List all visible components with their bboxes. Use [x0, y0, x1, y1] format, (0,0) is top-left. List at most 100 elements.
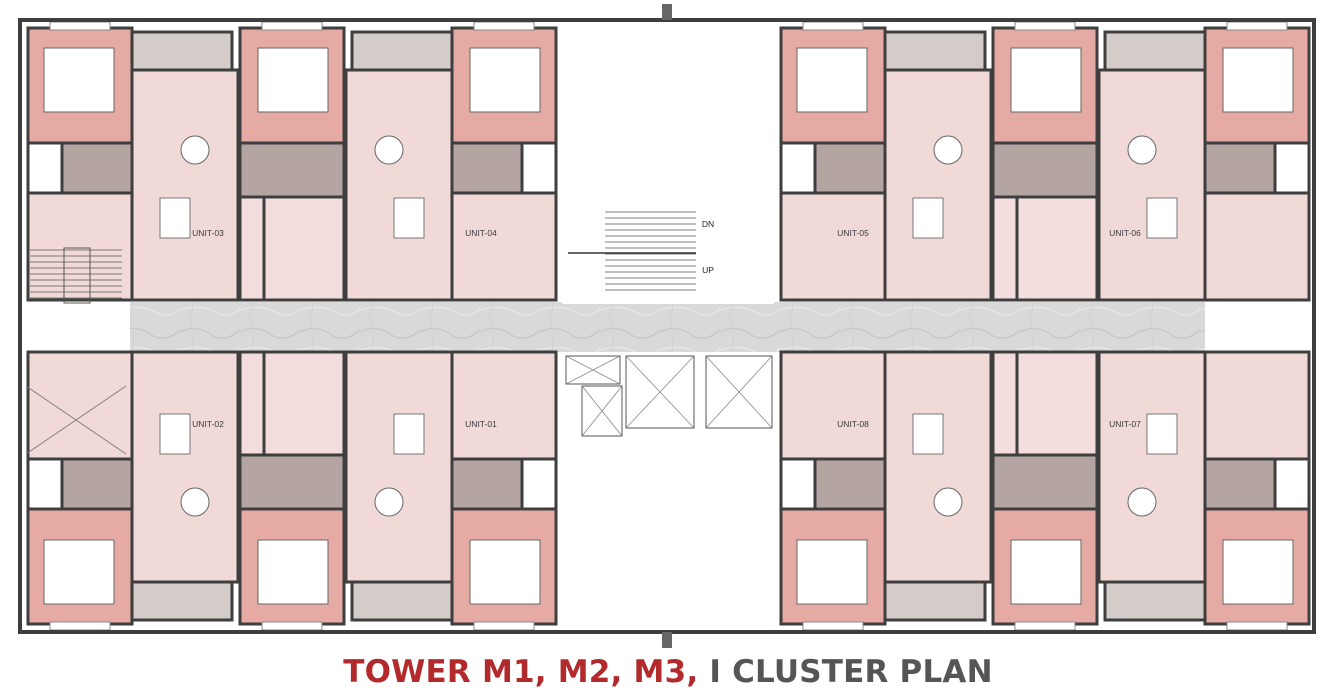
shaft — [1273, 457, 1311, 511]
bed — [43, 539, 115, 605]
unit-01-label: UNIT-01 — [465, 419, 497, 429]
window-2 — [1014, 621, 1076, 631]
dining-nook — [1203, 350, 1311, 461]
toilet — [60, 457, 134, 511]
apartment-unit — [991, 21, 1311, 302]
south-column — [662, 632, 672, 648]
toilet — [813, 141, 887, 195]
bed-2 — [1010, 47, 1082, 113]
dining-table — [933, 487, 963, 517]
living-dining — [130, 350, 240, 584]
shaft — [26, 457, 64, 511]
lift-shaft-cross — [625, 355, 695, 429]
dining-nook — [450, 191, 558, 302]
stair-up-label: UP — [702, 265, 714, 275]
dining-set — [159, 413, 191, 455]
bed — [43, 47, 115, 113]
lift-shaft-cross — [25, 385, 127, 455]
dining-set — [912, 197, 944, 239]
central-stair-labels: DN UP — [702, 219, 714, 275]
caption-separator: I — [709, 654, 722, 690]
plan-walls — [18, 4, 1316, 648]
shaft — [520, 141, 558, 195]
unit-05-label: UNIT-05 — [837, 228, 869, 238]
dining-table — [374, 135, 404, 165]
bed — [469, 47, 541, 113]
window-2 — [261, 21, 323, 31]
bed-2 — [257, 539, 329, 605]
window — [49, 21, 111, 31]
toilet-2 — [238, 453, 346, 511]
bed — [1222, 47, 1294, 113]
living-dining — [883, 68, 993, 302]
dining-nook — [26, 191, 134, 302]
dining-table — [180, 487, 210, 517]
kitchen — [1015, 350, 1099, 457]
window — [802, 21, 864, 31]
dining-nook — [1203, 191, 1311, 302]
bed — [796, 47, 868, 113]
central-stair — [562, 200, 774, 304]
toilet — [450, 457, 524, 511]
shaft — [779, 457, 817, 511]
kitchen — [1015, 195, 1099, 302]
dining-table — [1127, 487, 1157, 517]
dining-nook — [779, 350, 887, 461]
living-dining — [130, 68, 240, 302]
living-dining — [1097, 68, 1207, 302]
corridor — [130, 302, 1205, 352]
dining-set — [1146, 413, 1178, 455]
shaft — [1273, 141, 1311, 195]
apartment-unit — [238, 350, 558, 631]
living-dining — [344, 68, 454, 302]
living-dining — [883, 350, 993, 584]
bed — [469, 539, 541, 605]
shaft — [779, 141, 817, 195]
living-dining — [344, 350, 454, 584]
dining-set — [159, 197, 191, 239]
living-dining — [1097, 350, 1207, 584]
window-2 — [1014, 21, 1076, 31]
window — [49, 621, 111, 631]
unit-07-label: UNIT-07 — [1109, 419, 1141, 429]
window — [1226, 21, 1288, 31]
bed — [1222, 539, 1294, 605]
bed — [796, 539, 868, 605]
dining-table — [180, 135, 210, 165]
dining-set — [912, 413, 944, 455]
dining-nook — [779, 191, 887, 302]
unit-02-label: UNIT-02 — [192, 419, 224, 429]
lift-lobby — [640, 440, 696, 510]
window-2 — [261, 621, 323, 631]
toilet-2 — [991, 141, 1099, 199]
dining-set — [393, 197, 425, 239]
lift-shaft-cross — [705, 355, 773, 429]
north-column — [662, 4, 672, 20]
apartment-unit — [238, 21, 558, 302]
unit-labels: UNIT-03 UNIT-04 UNIT-05 UNIT-06 UNIT-02 … — [192, 228, 1141, 429]
plan-caption: TOWER M1, M2, M3, I CLUSTER PLAN — [0, 650, 1336, 692]
dining-table — [1127, 135, 1157, 165]
lift-shaft-cross — [581, 385, 623, 437]
unit-06-label: UNIT-06 — [1109, 228, 1141, 238]
kitchen — [262, 195, 346, 302]
kitchen — [262, 350, 346, 457]
toilet-2 — [238, 141, 346, 199]
bed-2 — [1010, 539, 1082, 605]
stair-well — [63, 247, 91, 304]
bed-2 — [257, 47, 329, 113]
toilet — [450, 141, 524, 195]
toilet — [1203, 457, 1277, 511]
stair-down-label: DN — [702, 219, 714, 229]
window — [473, 21, 535, 31]
toilet — [60, 141, 134, 195]
lift-shaft-cross — [565, 355, 621, 385]
plan-rooms — [20, 20, 1314, 632]
dining-table — [933, 135, 963, 165]
window — [1226, 621, 1288, 631]
dining-nook — [450, 350, 558, 461]
dining-set — [393, 413, 425, 455]
toilet — [813, 457, 887, 511]
window — [473, 621, 535, 631]
unit-04-label: UNIT-04 — [465, 228, 497, 238]
